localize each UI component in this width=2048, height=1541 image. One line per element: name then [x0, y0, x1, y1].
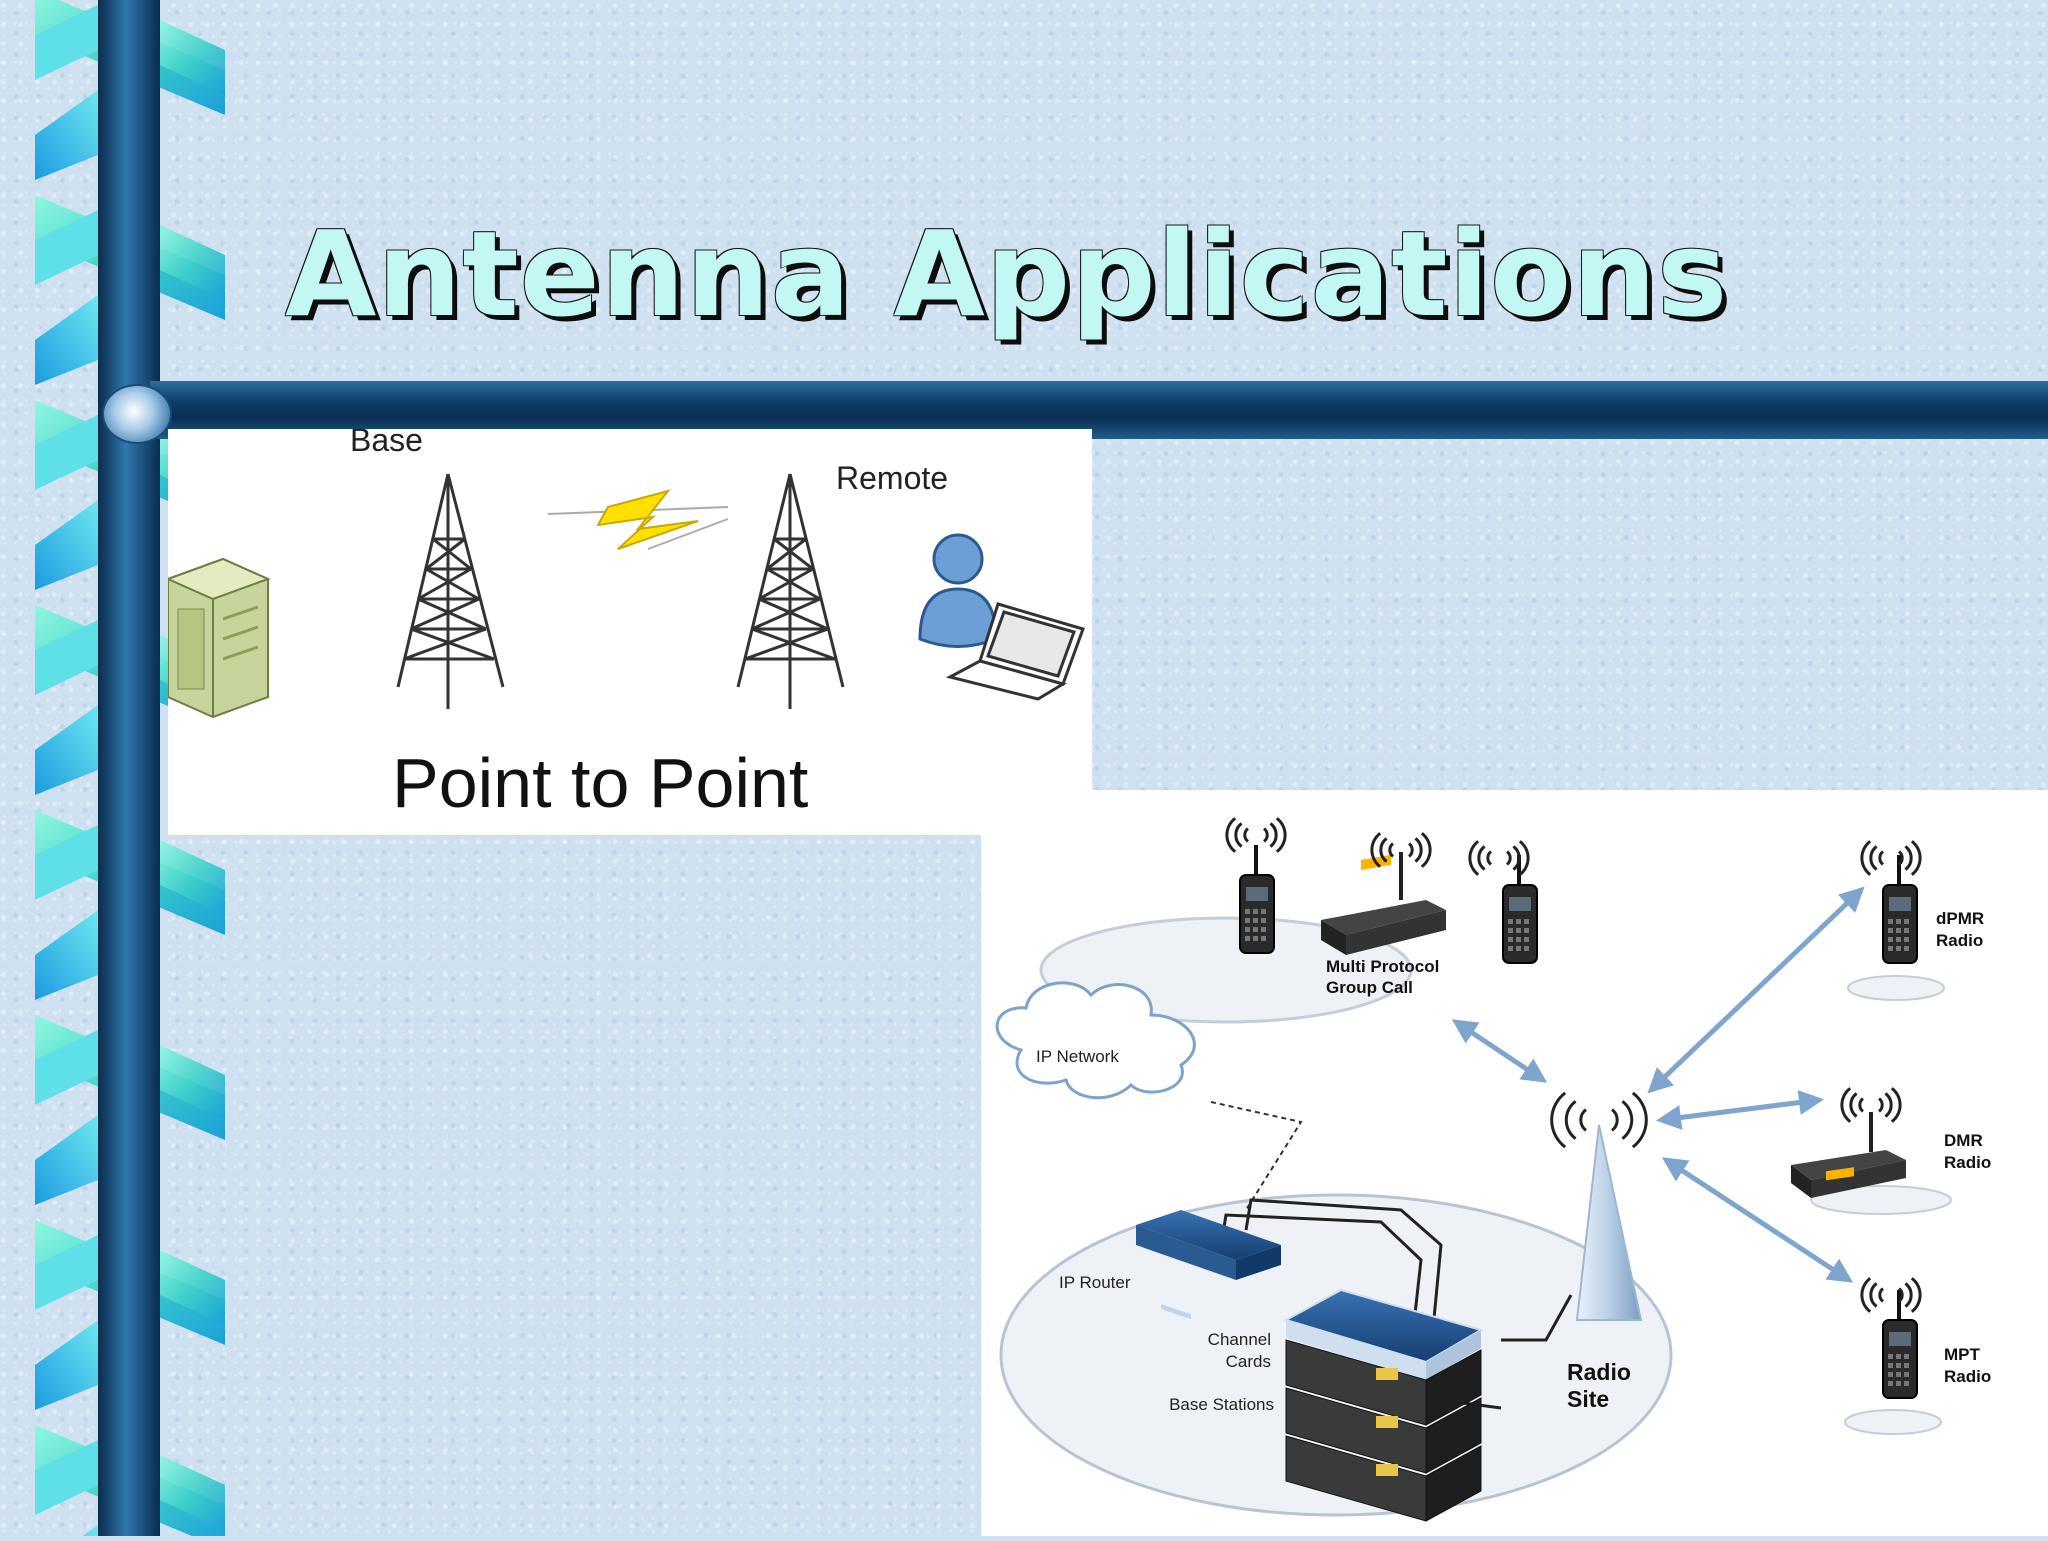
- base-stations-label: Base Stations: [1169, 1395, 1274, 1414]
- radio-site-tower-icon: [1575, 1124, 1643, 1321]
- handheld-radio-icon: [1882, 1290, 1918, 1399]
- channel-cards-label-line1: Channel: [1208, 1330, 1271, 1349]
- signal-waves-icon: [1860, 840, 1922, 876]
- base-label: Base: [350, 429, 423, 458]
- wireless-signal-icon: [547, 489, 729, 550]
- ip-router-label: IP Router: [1059, 1273, 1131, 1292]
- dmr-label-line2: Radio: [1944, 1153, 1991, 1172]
- divider-bullet-icon: [102, 384, 172, 444]
- server-icon: [165, 557, 271, 719]
- point-to-point-diagram: Base Remote P: [165, 422, 1092, 835]
- dpmr-label-line2: Radio: [1936, 931, 1983, 950]
- base-station-stack-icon: [1283, 1288, 1484, 1522]
- handheld-radio-icon: [1239, 845, 1275, 954]
- channel-cards-label-line2: Cards: [1226, 1352, 1271, 1371]
- ip-router-icon: [1136, 1210, 1281, 1320]
- dmr-label-line1: DMR: [1944, 1131, 1983, 1150]
- remote-label: Remote: [836, 460, 948, 496]
- signal-waves-icon: [1860, 1277, 1922, 1313]
- radio-site-label-line1: Radio: [1567, 1359, 1631, 1385]
- signal-waves-icon: [1550, 1091, 1648, 1149]
- radio-network-diagram: Multi Protocol Group Call dPMR Radio DMR…: [981, 790, 2048, 1536]
- base-tower-icon: [396, 473, 505, 709]
- radio-site-label-line2: Site: [1567, 1386, 1609, 1412]
- slide-title: Antenna Applications: [285, 205, 1729, 343]
- multi-protocol-label-line1: Multi Protocol: [1326, 957, 1439, 976]
- mpt-label-line1: MPT: [1944, 1345, 1981, 1364]
- signal-waves-icon: [1468, 840, 1530, 876]
- signal-waves-icon: [1370, 832, 1432, 868]
- dpmr-label-line1: dPMR: [1936, 909, 1984, 928]
- handheld-radio-icon: [1502, 855, 1538, 964]
- remote-tower-icon: [736, 473, 845, 709]
- multi-protocol-label-line2: Group Call: [1326, 978, 1413, 997]
- ip-network-label: IP Network: [1036, 1047, 1119, 1066]
- decorative-ribbon: [35, 0, 225, 1536]
- user-icon: [918, 533, 998, 648]
- ip-network-cloud: [995, 981, 1196, 1100]
- signal-waves-icon: [1225, 817, 1287, 853]
- laptop-icon: [945, 602, 1085, 701]
- mpt-label-line2: Radio: [1944, 1367, 1991, 1386]
- mobile-radio-icon: [1321, 852, 1446, 955]
- handheld-radio-icon: [1882, 855, 1918, 964]
- point-to-point-caption: Point to Point: [392, 744, 808, 822]
